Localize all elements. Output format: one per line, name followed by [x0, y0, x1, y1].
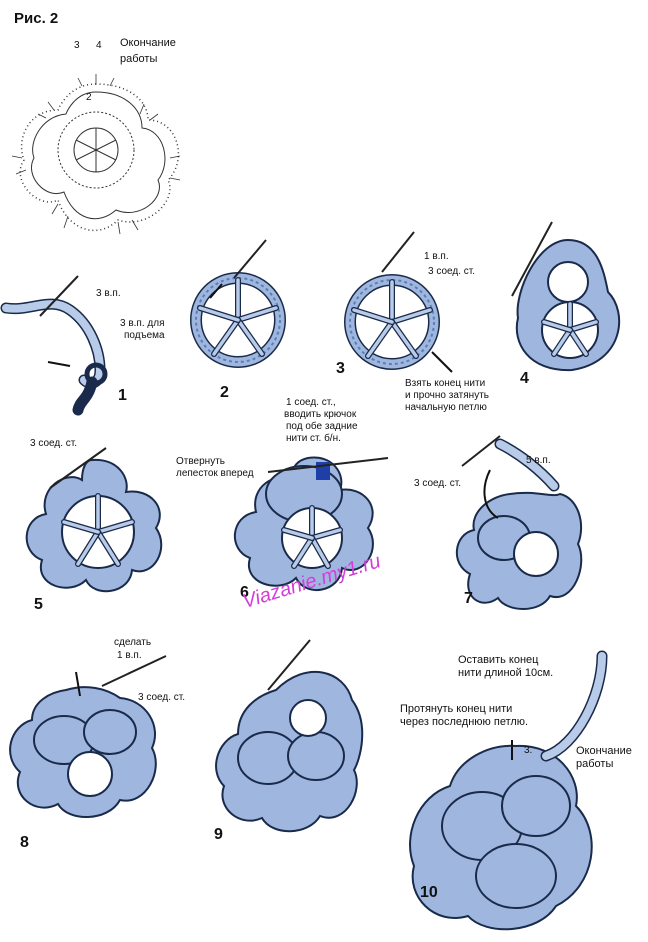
schema-label-2: 2: [86, 92, 92, 103]
step-5-number: 5: [34, 596, 43, 613]
step-3-label-2: 3 соед. ст.: [428, 266, 475, 277]
step-7-label-2: 3 соед. ст.: [414, 478, 461, 489]
step-2-number: 2: [220, 384, 229, 401]
step-7-label-1: 5 в.п.: [526, 455, 551, 466]
step-5-illustration: [25, 447, 163, 593]
step-10-illustration: [409, 650, 608, 931]
step-6-illustration: [234, 456, 389, 591]
step-10-label-4: через последнюю петлю.: [400, 716, 529, 728]
step-6-label-3: под обе задние: [286, 421, 358, 432]
step-6-label-6: лепесток вперед: [176, 468, 254, 479]
schema-end-label-2: работы: [120, 53, 158, 65]
step-8-number: 8: [20, 834, 29, 851]
step-6-label-2: вводить крючок: [284, 409, 357, 420]
schema-end-label-1: Окончание: [120, 37, 176, 49]
step-6-label-5: Отвернуть: [176, 456, 225, 467]
step-6-label-1: 1 соед. ст.,: [286, 397, 336, 408]
step-4-number: 4: [520, 370, 529, 387]
step-3-number: 3: [336, 360, 345, 377]
step-4-illustration: [511, 221, 621, 372]
step-5-label-1: 3 соед. ст.: [30, 438, 77, 449]
step-1-label-1: 3 в.п.: [96, 288, 121, 299]
step-6-number: 6: [240, 584, 249, 601]
step-3-label-5: начальную петлю: [405, 402, 487, 413]
step-1-illustration: [0, 275, 108, 416]
schema-label-3: 3: [74, 40, 80, 51]
step-8-illustration: [9, 655, 167, 818]
step-3-illustration: [344, 231, 453, 373]
step-10-label-6: Окончание: [576, 745, 632, 757]
step-10-number: 10: [420, 884, 438, 901]
step-8-label-3: 3 соед. ст.: [138, 692, 185, 703]
step-8-label-2: 1 в.п.: [117, 650, 142, 661]
step-8-label-1: сделать: [114, 637, 152, 648]
step-9-illustration: [215, 639, 364, 833]
step-1-label-2: 3 в.п. для: [120, 318, 165, 329]
crochet-schema: [11, 74, 181, 235]
step-3-label-3: Взять конец нити: [405, 378, 486, 389]
step-3-label-4: и прочно затянуть: [405, 390, 489, 401]
step-7-illustration: [455, 435, 583, 610]
step-10-label-7: работы: [576, 758, 614, 770]
schema-label-4: 4: [96, 40, 102, 51]
step-9-number: 9: [214, 826, 223, 843]
step-1-number: 1: [118, 387, 127, 404]
step-10-label-2: нити длиной 10см.: [458, 667, 554, 679]
step-7-number: 7: [464, 590, 473, 607]
step-3-label-1: 1 в.п.: [424, 251, 449, 262]
step-10-label-5: 3.: [524, 745, 533, 756]
figure-title: Рис. 2: [14, 10, 59, 27]
step-1-label-3: подъема: [124, 330, 165, 341]
step-6-label-4: нити ст. б/н.: [286, 433, 341, 444]
step-10-label-3: Протянуть конец нити: [400, 703, 513, 715]
step-2-illustration: [190, 239, 286, 368]
step-10-label-1: Оставить конец: [458, 654, 539, 666]
